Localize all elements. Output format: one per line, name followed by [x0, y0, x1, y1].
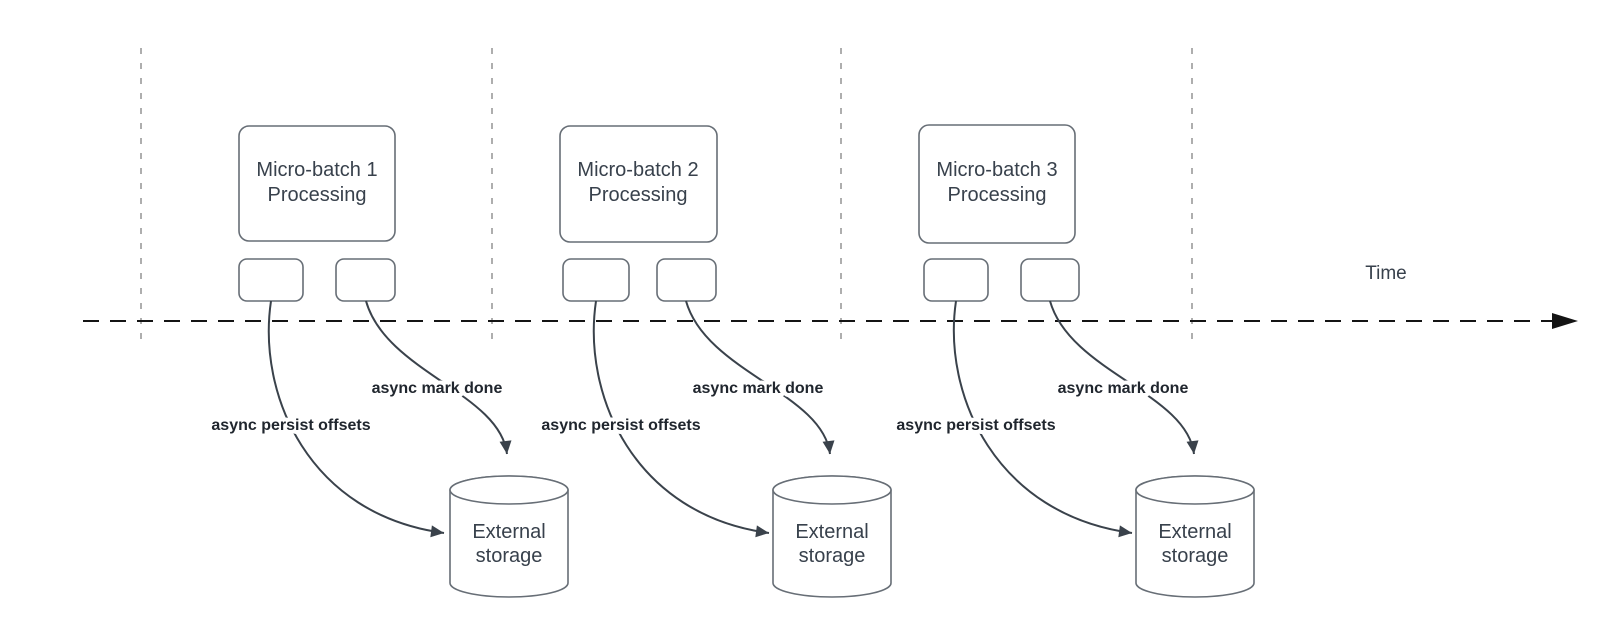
microbatch-2-title-line-1: Micro-batch 2	[577, 159, 698, 181]
mark-done-label-2: async mark done	[693, 380, 824, 397]
microbatch-group-3: Micro-batch 3 Processing External storag…	[892, 124, 1255, 598]
external-storage-cylinder-top-3	[1135, 475, 1255, 505]
external-storage-2-line-2: storage	[799, 545, 866, 567]
mark-done-box-1	[335, 258, 396, 302]
microbatch-1-title-line-2: Processing	[268, 184, 367, 206]
mark-done-box-3	[1020, 258, 1080, 302]
microbatch-3-title-line-1: Micro-batch 3	[936, 159, 1057, 181]
microbatch-1-processing-box	[238, 125, 396, 242]
mark-done-arrow-2	[685, 300, 835, 455]
microbatch-2-processing-box	[559, 125, 718, 243]
offset-commit-box-1	[238, 258, 304, 302]
offset-commit-box-2	[562, 258, 630, 302]
persist-offsets-arrow-2	[592, 300, 770, 538]
time-axis-label: Time	[1365, 263, 1407, 284]
mark-done-label-1: async mark done	[372, 380, 503, 397]
persist-offsets-arrow-1	[267, 300, 445, 538]
external-storage-2-line-1: External	[795, 521, 868, 543]
mark-done-label-3: async mark done	[1058, 380, 1189, 397]
offset-commit-box-3	[923, 258, 989, 302]
microbatch-group-1: Micro-batch 1 Processing External storag…	[207, 125, 569, 598]
microbatch-2-title-line-2: Processing	[589, 184, 688, 206]
mark-done-arrow-1	[365, 300, 512, 455]
microbatch-3-processing-box	[918, 124, 1076, 244]
persist-offsets-label-3: async persist offsets	[896, 417, 1055, 434]
external-storage-3-line-2: storage	[1162, 545, 1229, 567]
microbatch-group-2: Micro-batch 2 Processing External storag…	[537, 125, 892, 598]
time-axis-arrowhead-icon	[1552, 313, 1578, 329]
mark-done-arrow-3	[1049, 300, 1199, 455]
persist-offsets-label-1: async persist offsets	[211, 417, 370, 434]
persist-offsets-label-2: async persist offsets	[541, 417, 700, 434]
external-storage-3-line-1: External	[1158, 521, 1231, 543]
persist-offsets-arrow-3	[952, 300, 1133, 538]
microbatch-1-title-line-1: Micro-batch 1	[256, 159, 377, 181]
external-storage-cylinder-top-1	[449, 475, 569, 505]
external-storage-1-line-2: storage	[476, 545, 543, 567]
mark-done-box-2	[656, 258, 717, 302]
external-storage-1-line-1: External	[472, 521, 545, 543]
external-storage-cylinder-top-2	[772, 475, 892, 505]
microbatch-3-title-line-2: Processing	[948, 184, 1047, 206]
